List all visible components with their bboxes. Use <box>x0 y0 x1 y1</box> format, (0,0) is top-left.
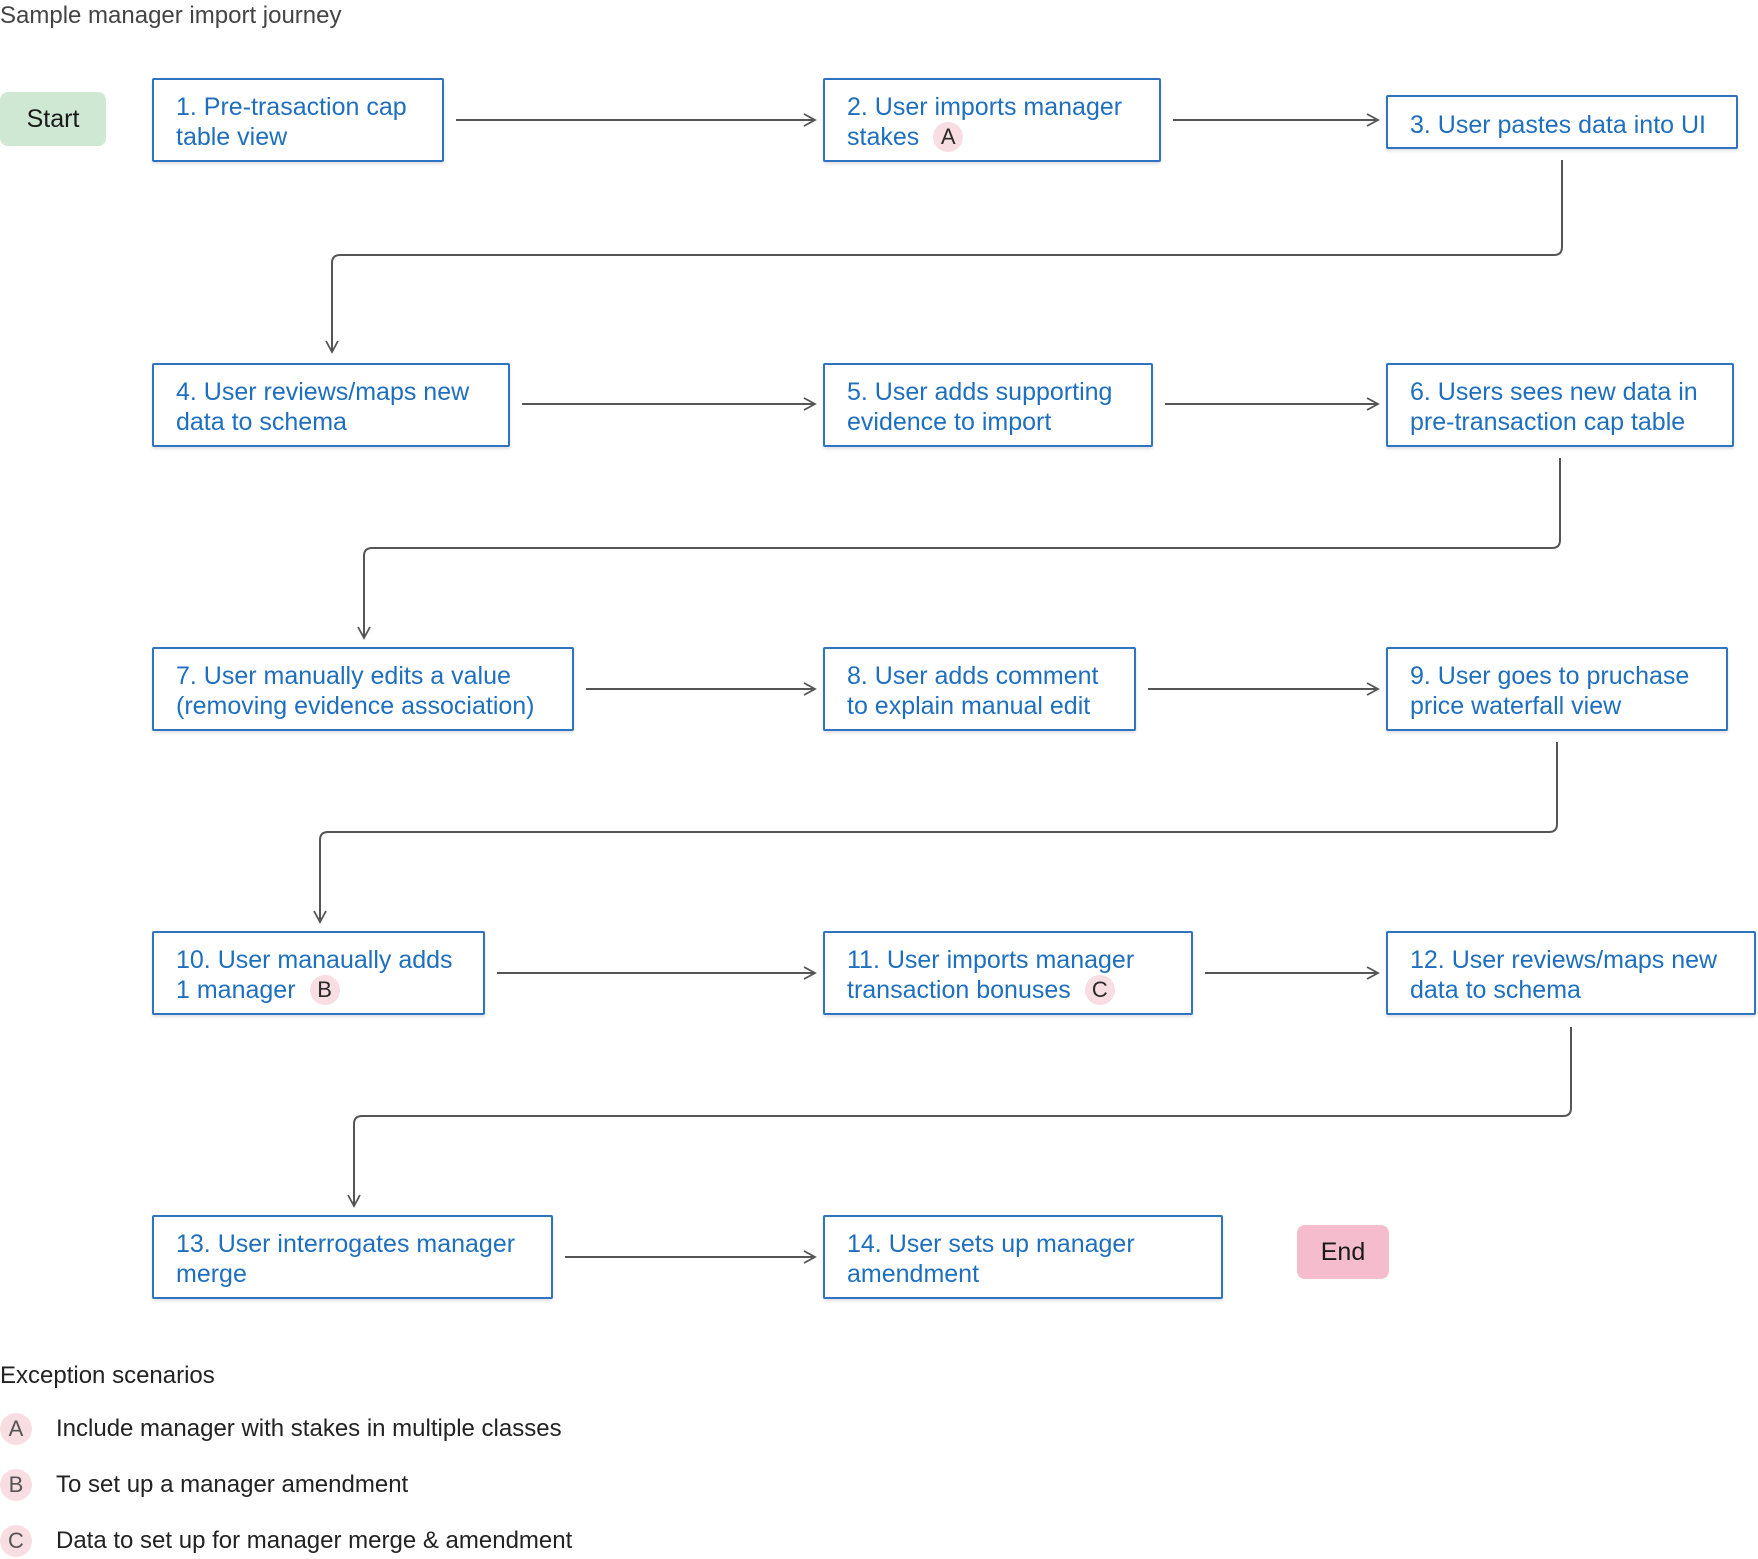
exception-badge-c: C <box>1084 975 1115 1005</box>
arrow-9-10 <box>313 742 1558 924</box>
step-7[interactable]: 7. User manually edits a value (removing… <box>152 647 574 731</box>
step-6[interactable]: 6. Users sees new data in pre-transactio… <box>1386 363 1734 447</box>
exception-badge-a: A <box>0 1412 32 1445</box>
step-label: 14. User sets up manager amendment <box>847 1230 1135 1288</box>
start-node[interactable]: Start <box>0 92 106 146</box>
step-14[interactable]: 14. User sets up manager amendment <box>823 1215 1223 1299</box>
step-label: 5. User adds supporting evidence to impo… <box>847 378 1113 436</box>
exception-badge-b: B <box>309 975 340 1005</box>
step-11[interactable]: 11. User imports manager transaction bon… <box>823 931 1193 1015</box>
exception-badge-a: A <box>933 122 964 152</box>
exception-item-b: B To set up a manager amendment <box>0 1466 408 1502</box>
step-8[interactable]: 8. User adds comment to explain manual e… <box>823 647 1136 731</box>
step-13[interactable]: 13. User interrogates manager merge <box>152 1215 553 1299</box>
exceptions-heading: Exception scenarios <box>0 1362 215 1389</box>
arrow-3-4 <box>325 160 1563 354</box>
exception-item-c: C Data to set up for manager merge & amen… <box>0 1522 572 1558</box>
step-5[interactable]: 5. User adds supporting evidence to impo… <box>823 363 1153 447</box>
exception-text: Data to set up for manager merge & amend… <box>56 1526 573 1554</box>
step-12[interactable]: 12. User reviews/maps new data to schema <box>1386 931 1756 1015</box>
step-label: 11. User imports manager transaction bon… <box>847 946 1135 1004</box>
exception-text: Include manager with stakes in multiple … <box>56 1414 562 1442</box>
exception-badge-b: B <box>0 1468 32 1501</box>
step-3[interactable]: 3. User pastes data into UI <box>1386 95 1738 149</box>
step-label: 7. User manually edits a value (removing… <box>176 662 535 720</box>
step-label: 10. User manaually adds 1 manager <box>176 946 453 1004</box>
exception-badge-c: C <box>0 1524 32 1557</box>
arrow-12-13 <box>347 1027 1572 1208</box>
step-1[interactable]: 1. Pre-trasaction cap table view <box>152 78 444 162</box>
step-label: 8. User adds comment to explain manual e… <box>847 662 1099 720</box>
step-label: 13. User interrogates manager merge <box>176 1230 516 1288</box>
page-title: Sample manager import journey <box>0 2 342 29</box>
step-4[interactable]: 4. User reviews/maps new data to schema <box>152 363 510 447</box>
step-label: 9. User goes to pruchase price waterfall… <box>1410 662 1690 720</box>
exception-text: To set up a manager amendment <box>56 1470 409 1498</box>
step-label: 1. Pre-trasaction cap table view <box>176 93 407 151</box>
step-label: 12. User reviews/maps new data to schema <box>1410 946 1718 1004</box>
step-label: 6. Users sees new data in pre-transactio… <box>1410 378 1698 436</box>
arrow-6-7 <box>357 458 1561 640</box>
end-node[interactable]: End <box>1297 1225 1389 1279</box>
step-9[interactable]: 9. User goes to pruchase price waterfall… <box>1386 647 1728 731</box>
step-label: 4. User reviews/maps new data to schema <box>176 378 470 436</box>
step-label: 3. User pastes data into UI <box>1410 111 1706 139</box>
step-label: 2. User imports manager stakes <box>847 93 1123 151</box>
exception-item-a: A Include manager with stakes in multiple… <box>0 1410 562 1446</box>
